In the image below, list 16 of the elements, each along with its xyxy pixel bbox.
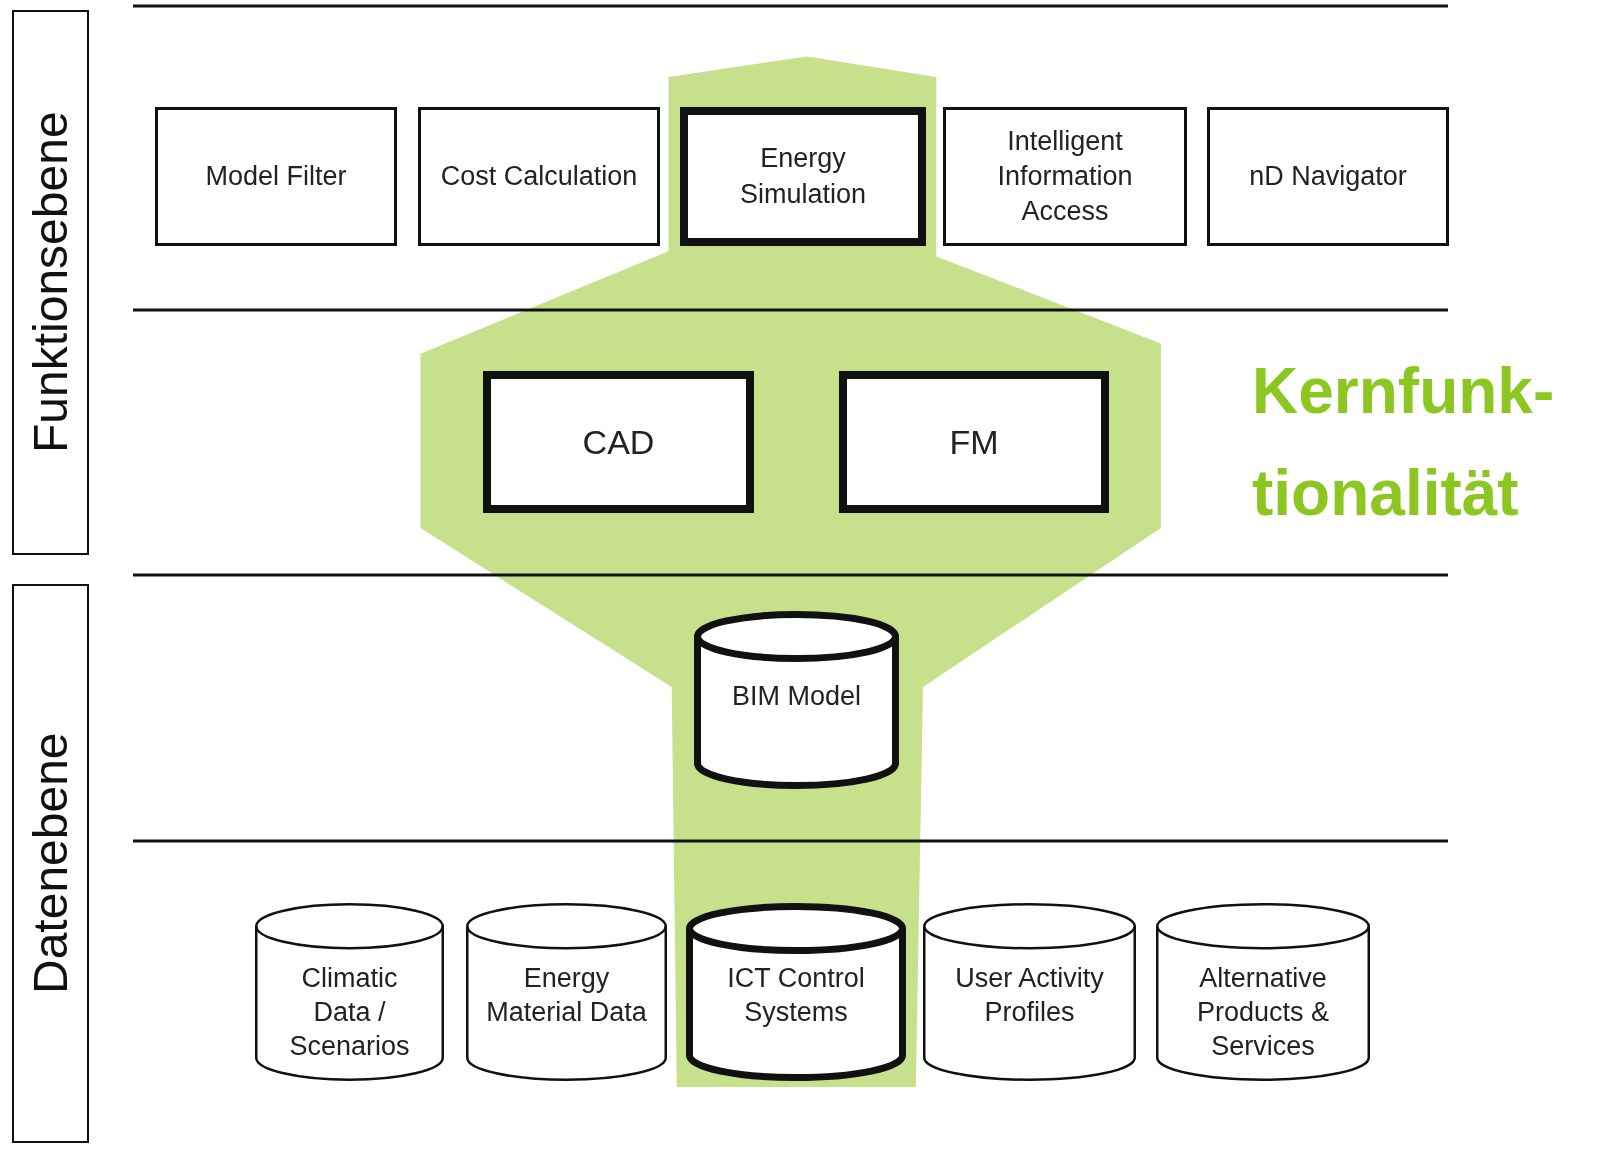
highlight-caption: Kernfunk- tionalität [1252, 354, 1556, 532]
function-box: Energy Simulation [680, 107, 926, 246]
function-box: Intelligent Information Access [943, 107, 1187, 246]
layer-label: Funktionsebene [12, 10, 89, 555]
function-box: Cost Calculation [418, 107, 660, 246]
layer-label: Datenebene [12, 584, 89, 1143]
function-box: nD Navigator [1207, 107, 1449, 246]
database-label: User Activity Profiles [954, 962, 1105, 1029]
function-box: FM [839, 371, 1109, 513]
database-label: BIM Model [730, 680, 862, 713]
database-label: Alternative Products & Services [1195, 962, 1330, 1063]
function-box: Model Filter [155, 107, 397, 246]
database-label: ICT Control Systems [726, 962, 866, 1029]
database-label: Energy Material Data [485, 962, 648, 1029]
database-label: Climatic Data / Scenarios [288, 962, 411, 1063]
function-box: CAD [483, 371, 754, 513]
